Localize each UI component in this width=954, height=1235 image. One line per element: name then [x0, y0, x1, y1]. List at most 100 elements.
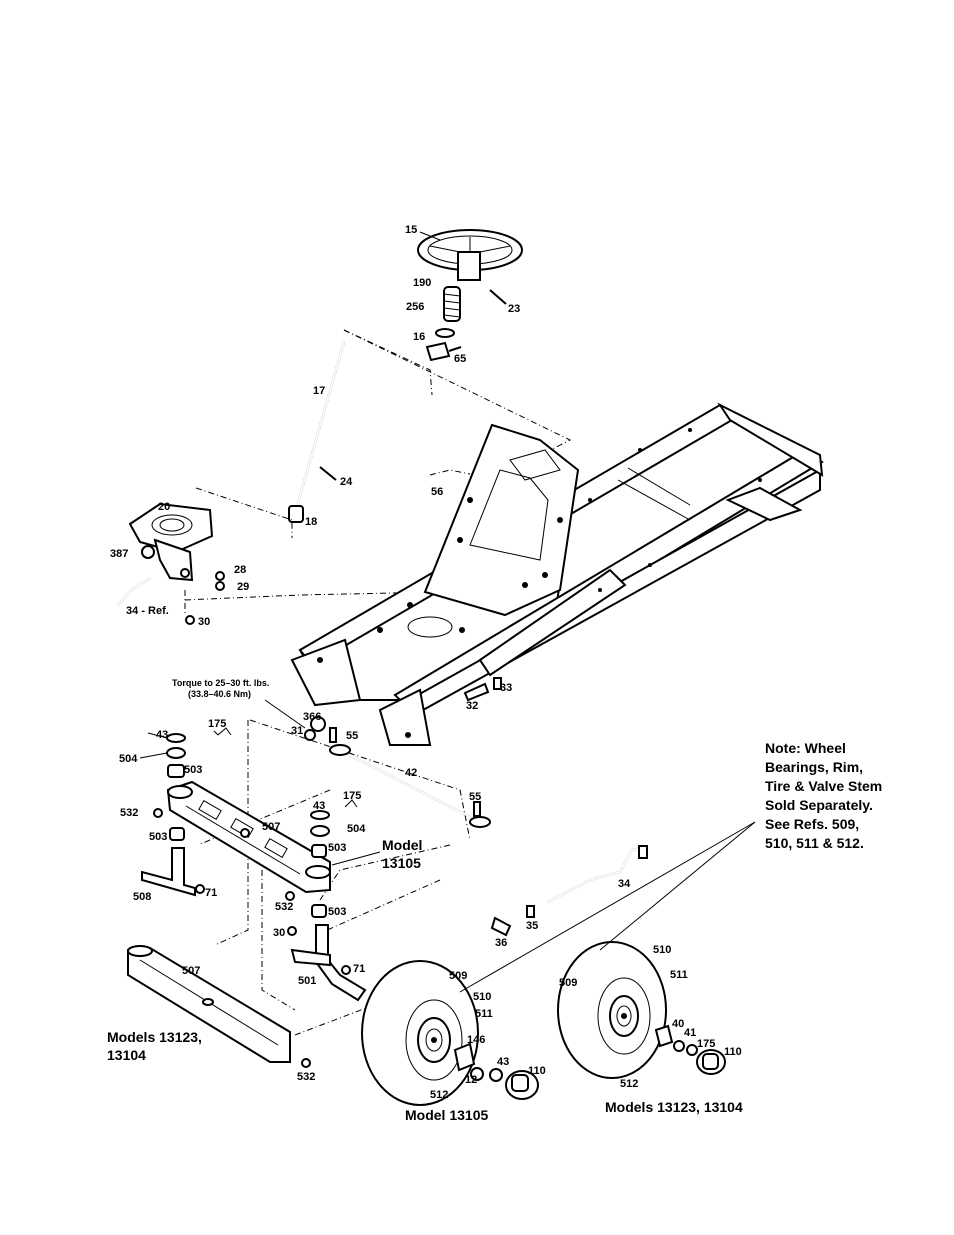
- callout-504-right: 504: [347, 823, 366, 835]
- callout-15: 15: [405, 224, 417, 236]
- callout-507-upper: 507: [262, 821, 280, 833]
- callout-508: 508: [133, 891, 151, 903]
- wheel-note-line5: See Refs. 509,: [765, 816, 859, 832]
- callout-34-ref: 34 - Ref.: [126, 605, 169, 617]
- washer: [673, 1040, 685, 1052]
- pinion-gear: [288, 505, 304, 523]
- callout-110-b: 110: [724, 1046, 742, 1058]
- callout-18: 18: [305, 516, 317, 528]
- steering-wheel: [417, 229, 523, 281]
- torque-note-line2: (33.8–40.6 Nm): [188, 689, 251, 699]
- nut: [215, 571, 225, 581]
- callout-512-b: 512: [620, 1078, 638, 1090]
- washer: [470, 1067, 484, 1081]
- callout-512-a: 512: [430, 1089, 448, 1101]
- nut: [526, 905, 535, 918]
- tie-rod: [329, 744, 491, 828]
- callout-507-lower: 507: [182, 965, 200, 977]
- hub-cap-13123: [696, 1049, 726, 1075]
- washer: [435, 328, 455, 338]
- callout-35: 35: [526, 920, 538, 932]
- callout-532-upper: 532: [120, 807, 138, 819]
- callout-40: 40: [672, 1018, 684, 1030]
- bolt: [638, 845, 648, 859]
- callout-30-upper: 30: [198, 616, 210, 628]
- callout-43-left: 43: [156, 729, 168, 741]
- spacer: [654, 1024, 674, 1048]
- callout-146: 146: [467, 1034, 485, 1046]
- bolt: [473, 801, 481, 817]
- callout-65: 65: [454, 353, 466, 365]
- nut: [195, 884, 205, 894]
- callout-12: 12: [465, 1074, 477, 1086]
- callout-511-a: 511: [475, 1008, 493, 1020]
- spacer: [310, 716, 326, 732]
- callout-31: 31: [291, 725, 303, 737]
- callout-511-b: 511: [670, 969, 688, 981]
- callout-29: 29: [237, 581, 249, 593]
- nut: [304, 729, 316, 741]
- bolt: [153, 808, 163, 818]
- caption-models-13123: Models 13123, 13104: [605, 1099, 743, 1115]
- callout-30-lower: 30: [273, 927, 285, 939]
- models-13123-label-line2: 13104: [107, 1047, 146, 1063]
- callout-501: 501: [298, 975, 316, 987]
- wheel-note-line6: 510, 511 & 512.: [765, 835, 864, 851]
- callout-41: 41: [684, 1027, 696, 1039]
- callout-20: 20: [158, 501, 170, 513]
- callout-532-middle: 532: [275, 901, 293, 913]
- callout-55-lower: 55: [469, 791, 481, 803]
- wheel-note-line2: Bearings, Rim,: [765, 759, 863, 775]
- steering-shaft: [295, 341, 345, 511]
- tractor-frame: [290, 402, 824, 746]
- models-13123-label-line1: Models 13123,: [107, 1029, 202, 1045]
- wheel-13105: [361, 960, 479, 1106]
- callout-32: 32: [466, 700, 478, 712]
- bolt: [329, 727, 337, 743]
- callout-43-right: 43: [313, 800, 325, 812]
- callout-16: 16: [413, 331, 425, 343]
- wheel-13123: [557, 941, 667, 1079]
- model-13105-label-line1: Model: [382, 837, 422, 853]
- callout-56: 56: [431, 486, 443, 498]
- callout-71-left: 71: [205, 887, 217, 899]
- callout-503-lower-left: 503: [149, 831, 167, 843]
- callout-509-b: 509: [559, 977, 577, 989]
- callout-256: 256: [406, 301, 424, 313]
- steering-bracket: [425, 341, 451, 362]
- steering-spring: [443, 286, 461, 322]
- bolt: [463, 682, 490, 702]
- nut: [341, 965, 351, 975]
- bolt: [493, 677, 502, 690]
- callout-510-a: 510: [473, 991, 491, 1003]
- callout-24: 24: [340, 476, 353, 488]
- callout-17: 17: [313, 385, 325, 397]
- callout-36: 36: [495, 937, 507, 949]
- callout-503-lower-right: 503: [328, 906, 346, 918]
- bolt: [301, 1058, 311, 1068]
- model-13105-label-line2: 13105: [382, 855, 421, 871]
- callout-42: 42: [405, 767, 417, 779]
- caption-model-13105: Model 13105: [405, 1107, 488, 1123]
- callout-43-wheel: 43: [497, 1056, 509, 1068]
- callout-190: 190: [413, 277, 431, 289]
- washer: [489, 1068, 503, 1082]
- callout-175-left: 175: [208, 718, 226, 730]
- callout-23: 23: [508, 303, 520, 315]
- front-axle-13123: [127, 945, 291, 1063]
- steering-gear-assembly: [128, 502, 214, 582]
- callout-28: 28: [234, 564, 246, 576]
- bolt: [285, 891, 295, 901]
- ball-joint: [490, 916, 512, 937]
- callout-509-a: 509: [449, 970, 467, 982]
- callout-71-right: 71: [353, 963, 365, 975]
- callout-387: 387: [110, 548, 128, 560]
- front-axle-13105: [141, 727, 367, 1002]
- washer: [287, 926, 297, 936]
- callout-504-left: 504: [119, 753, 138, 765]
- wheel-note-line4: Sold Separately.: [765, 797, 873, 813]
- hub-cap-13105: [505, 1070, 539, 1100]
- wheel-note-line1: Note: Wheel: [765, 740, 846, 756]
- nut: [185, 615, 195, 625]
